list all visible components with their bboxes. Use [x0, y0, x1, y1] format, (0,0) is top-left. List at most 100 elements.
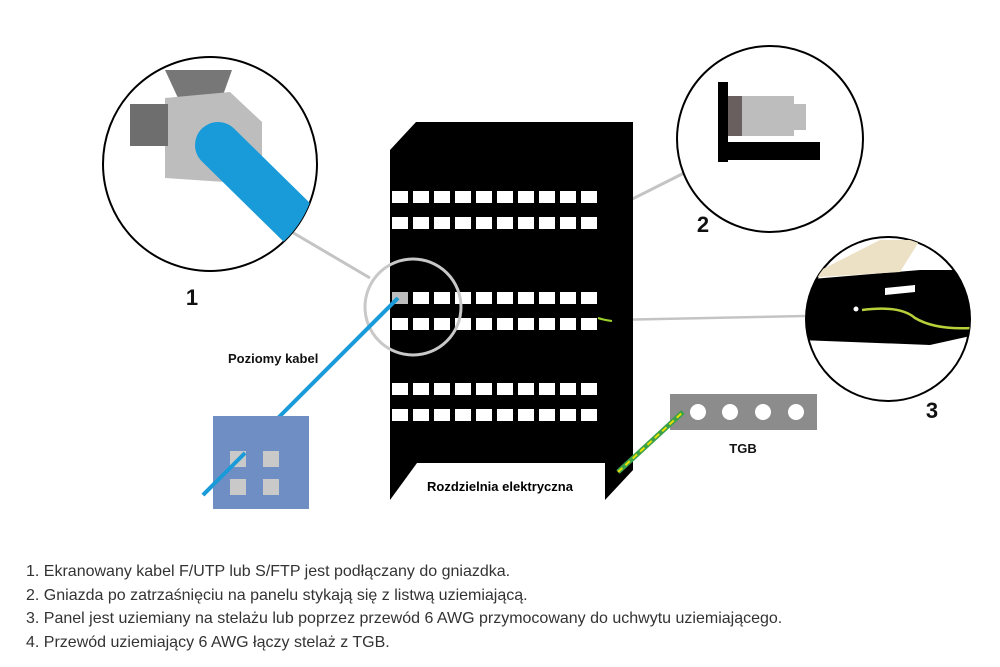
port-r2-c1 — [392, 217, 408, 229]
horizontal-cable-label: Poziomy kabel — [228, 351, 318, 366]
guide-line-3 — [611, 314, 806, 322]
legend-item-2: 2. Gniazda po zatrzaśnięciu na panelu st… — [26, 586, 528, 604]
port-r5-c1 — [392, 383, 408, 395]
port-r3-c6 — [497, 292, 513, 304]
port-r3-c7 — [518, 292, 534, 304]
port-r1-c7 — [518, 191, 534, 203]
port-r5-c2 — [413, 383, 429, 395]
port-r6-c10 — [581, 409, 597, 421]
port-r3-c3 — [434, 292, 450, 304]
port-r3-c2 — [413, 292, 429, 304]
outlet-plate — [213, 416, 309, 509]
port-r3-c5 — [476, 292, 492, 304]
port-r1-c4 — [455, 191, 471, 203]
tgb-hole-1 — [690, 404, 706, 420]
tgb-bar: TGB — [670, 394, 817, 456]
port-r4-c8 — [539, 318, 555, 330]
port-r1-c3 — [434, 191, 450, 203]
port-r1-c6 — [497, 191, 513, 203]
jack-front — [728, 96, 742, 136]
port-r2-c4 — [455, 217, 471, 229]
port-r6-c3 — [434, 409, 450, 421]
port-r2-c6 — [497, 217, 513, 229]
legend-list: 1. Ekranowany kabel F/UTP lub S/FTP jest… — [26, 560, 782, 654]
keystone-latch — [165, 70, 232, 98]
port-r2-c3 — [434, 217, 450, 229]
port-r6-c6 — [497, 409, 513, 421]
port-r2-c5 — [476, 217, 492, 229]
port-r6-c1 — [392, 409, 408, 421]
port-r6-c9 — [560, 409, 576, 421]
legend-item-4: 4. Przewód uziemiający 6 AWG łączy stela… — [26, 633, 390, 651]
port-r5-c4 — [455, 383, 471, 395]
port-r4-c1 — [392, 318, 408, 330]
port-r1-c9 — [560, 191, 576, 203]
rack-slot — [885, 285, 915, 295]
port-r1-c10 — [581, 191, 597, 203]
port-r5-c3 — [434, 383, 450, 395]
guide-line-1 — [284, 226, 371, 280]
callout-1-number: 1 — [186, 285, 198, 310]
port-r4-c5 — [476, 318, 492, 330]
jack-body — [742, 96, 794, 136]
port-r2-c7 — [518, 217, 534, 229]
port-r6-c8 — [539, 409, 555, 421]
port-r5-c7 — [518, 383, 534, 395]
magnifier-2-circle — [676, 45, 864, 233]
outlet-cable-overlay — [201, 451, 247, 497]
tgb-hole-2 — [722, 404, 738, 420]
port-r2-c9 — [560, 217, 576, 229]
port-r6-c2 — [413, 409, 429, 421]
tgb-hole-3 — [755, 404, 771, 420]
callout-2-number: 2 — [697, 212, 709, 237]
ground-wire-magnified — [861, 307, 970, 330]
port-r3-c9 — [560, 292, 576, 304]
wall-outlet — [201, 416, 309, 509]
port-r2-c2 — [413, 217, 429, 229]
callout-3-number: 3 — [926, 398, 938, 423]
port-r3-c10 — [581, 292, 597, 304]
rack-panel-tan — [806, 240, 920, 278]
keystone-front — [130, 104, 168, 146]
port-r3-c8 — [539, 292, 555, 304]
ground-screw — [852, 305, 860, 313]
ground-wire-6awg-stripe — [617, 411, 684, 473]
port-r5-c10 — [581, 383, 597, 395]
port-r4-c6 — [497, 318, 513, 330]
panel-base — [718, 142, 820, 160]
rack-plate — [806, 270, 970, 345]
cabinet: Rozdzielnia elektryczna — [390, 122, 633, 500]
port-r5-c5 — [476, 383, 492, 395]
outlet-jack-3 — [230, 479, 246, 495]
port-r1-c2 — [413, 191, 429, 203]
panel-edge — [718, 82, 728, 162]
port-r4-c9 — [560, 318, 576, 330]
port-r6-c4 — [455, 409, 471, 421]
port-r1-c5 — [476, 191, 492, 203]
tgb-label: TGB — [729, 441, 756, 456]
magnifier-3: 3 — [805, 236, 971, 423]
port-r4-c7 — [518, 318, 534, 330]
port-r2-c8 — [539, 217, 555, 229]
zoom-ring-cabinet — [363, 257, 463, 357]
panel-ground-wire — [597, 317, 613, 322]
port-r4-c10 — [581, 318, 597, 330]
port-r4-c3 — [434, 318, 450, 330]
legend-item-1: 1. Ekranowany kabel F/UTP lub S/FTP jest… — [26, 563, 511, 580]
tgb-hole-4 — [788, 404, 804, 420]
magnifier-2: 2 — [676, 45, 864, 237]
magnifier-1: 1 — [102, 56, 318, 310]
port-r1-c1 — [392, 191, 408, 203]
horizontal-cable — [276, 296, 400, 420]
outlet-jack-4 — [263, 479, 279, 495]
port-r6-c5 — [476, 409, 492, 421]
port-r5-c9 — [560, 383, 576, 395]
port-r6-c7 — [518, 409, 534, 421]
port-r1-c8 — [539, 191, 555, 203]
cabinet-label: Rozdzielnia elektryczna — [427, 479, 574, 494]
port-r4-c2 — [413, 318, 429, 330]
port-r3-c4 — [455, 292, 471, 304]
legend-item-3: 3. Panel jest uziemiany na stelażu lub p… — [26, 610, 783, 627]
port-r5-c6 — [497, 383, 513, 395]
